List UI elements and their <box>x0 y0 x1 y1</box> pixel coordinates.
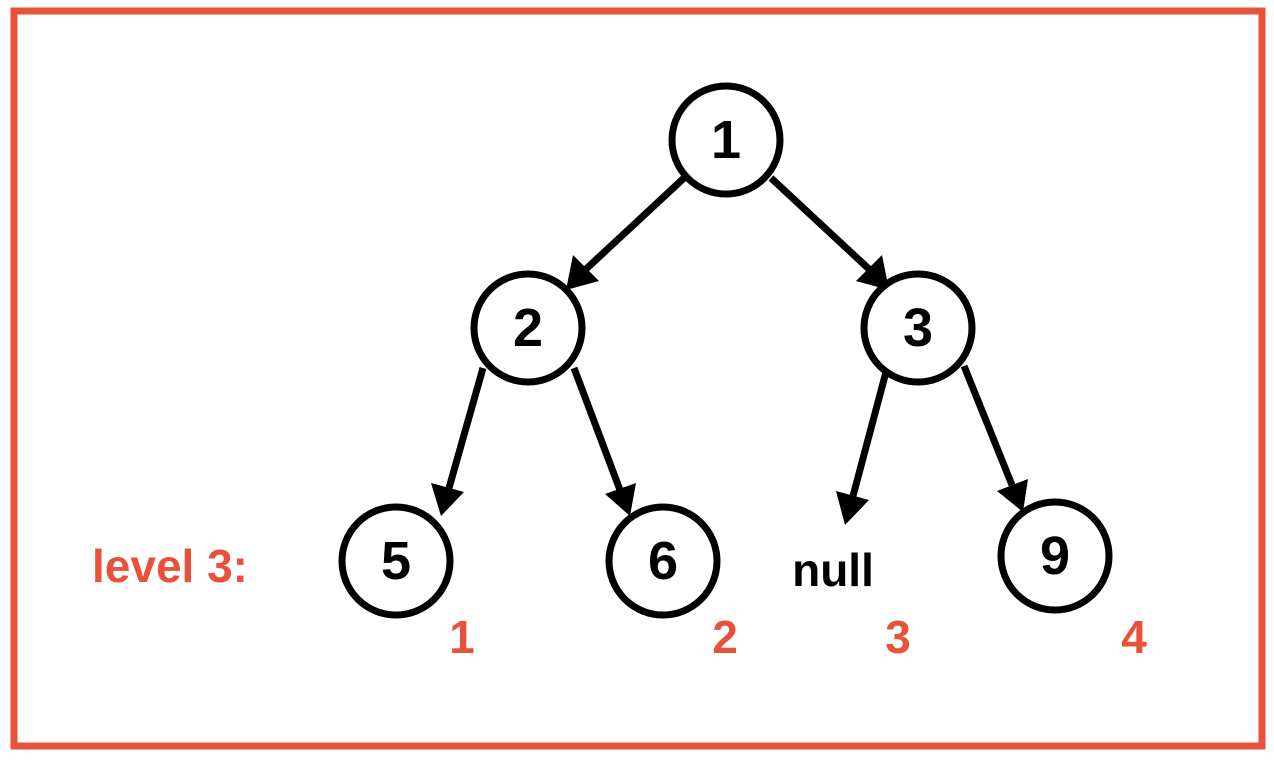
node-circle <box>860 270 976 386</box>
tree-node-1: 1 <box>668 82 784 198</box>
node-value: 6 <box>648 531 678 591</box>
node-value: 2 <box>513 298 543 358</box>
node-circle <box>605 503 721 619</box>
tree-node-null: null <box>792 544 874 596</box>
edges <box>431 175 1028 525</box>
level-label: level 3: <box>92 540 248 592</box>
edge-3-to-9 <box>960 364 1016 487</box>
edge-2-to-5 <box>445 367 487 489</box>
arrowhead-3-to-null <box>836 491 869 525</box>
arrowhead-3-to-9 <box>997 479 1028 512</box>
node-circle <box>338 503 454 619</box>
node-circle <box>470 270 586 386</box>
null-label: null <box>792 544 874 596</box>
arrowhead-2-to-5 <box>431 483 464 516</box>
node-value: 5 <box>381 531 411 591</box>
node-value: 9 <box>1040 526 1070 586</box>
tree-node-5: 5 <box>338 503 454 619</box>
edge-1-to-2 <box>582 175 687 273</box>
arrowhead-2-to-6 <box>605 483 636 516</box>
edge-3-to-null <box>849 371 890 497</box>
arrowhead-1-to-2 <box>566 255 599 290</box>
tree-node-6: 6 <box>605 503 721 619</box>
node-circle <box>997 498 1113 614</box>
edge-1-to-3 <box>768 175 873 273</box>
index-label-1: 1 <box>449 611 475 663</box>
index-label-4: 4 <box>1121 611 1147 663</box>
edge-2-to-6 <box>570 366 624 492</box>
diagram-frame <box>10 7 1266 750</box>
tree-node-3: 3 <box>860 270 976 386</box>
tree-node-9: 9 <box>997 498 1113 614</box>
node-value: 3 <box>903 298 933 358</box>
node-value: 1 <box>711 110 741 170</box>
arrowhead-1-to-3 <box>856 255 889 290</box>
index-label-2: 2 <box>712 611 738 663</box>
tree-node-2: 2 <box>470 270 586 386</box>
index-label-3: 3 <box>885 611 911 663</box>
node-circle <box>668 82 784 198</box>
